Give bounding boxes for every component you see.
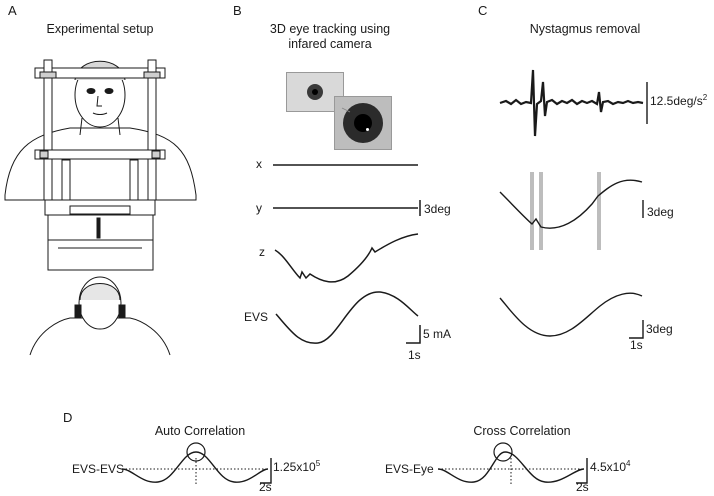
auto-correlation-title: Auto Correlation	[154, 424, 246, 438]
trace-z	[274, 233, 419, 283]
eye-photo-small	[286, 72, 344, 112]
scale-accel-c: 12.5deg/s2	[650, 93, 708, 108]
panel-c-label: C	[478, 3, 488, 18]
scale-bar-deg-c2	[629, 320, 644, 339]
panel-c-title: Nystagmus removal	[529, 22, 641, 36]
auto-peak-circle	[186, 442, 206, 462]
auto-correlation-trace	[121, 451, 269, 483]
cross-scale-bar	[576, 458, 588, 484]
trace-label-y: y	[256, 201, 262, 215]
auto-scale-bar	[260, 458, 272, 484]
cross-correlation-scale: 4.5x104	[590, 459, 631, 474]
trace-label-evs: EVS	[244, 310, 269, 324]
trace-label-z: z	[259, 245, 265, 259]
scale-bar-ma-b	[406, 325, 421, 344]
trace-acceleration	[499, 69, 644, 137]
panel-b-label: B	[233, 3, 242, 18]
scale-time-c: 1s	[630, 338, 643, 352]
trace-eye-clean	[499, 292, 643, 337]
panel-b-title: 3D eye tracking using infared camera	[269, 22, 391, 51]
trace-label-x: x	[256, 157, 262, 171]
cross-peak-circle	[493, 442, 513, 462]
scale-time-b: 1s	[408, 348, 421, 362]
scale-deg-c2: 3deg	[646, 322, 673, 336]
cross-correlation-trace	[437, 451, 585, 483]
panel-a-label: A	[8, 3, 17, 18]
eye-photo-zoom	[334, 96, 392, 150]
scale-deg-b: 3deg	[424, 202, 451, 216]
scale-ma-b: 5 mA	[423, 327, 452, 341]
removal-mark-2	[539, 172, 543, 250]
trace-evs	[275, 291, 419, 344]
auto-correlation-scale: 1.25x105	[273, 459, 321, 474]
cross-correlation-title: Cross Correlation	[473, 424, 571, 438]
removal-mark-3	[597, 172, 601, 250]
panel-a-title: Experimental setup	[46, 22, 154, 36]
trace-eye-raw	[499, 179, 643, 229]
removal-mark-1	[530, 172, 534, 250]
cross-correlation-label: EVS-Eye	[385, 462, 434, 476]
auto-correlation-label: EVS-EVS	[72, 462, 125, 476]
scale-deg-c1: 3deg	[647, 205, 674, 219]
panel-d-label: D	[63, 410, 73, 425]
